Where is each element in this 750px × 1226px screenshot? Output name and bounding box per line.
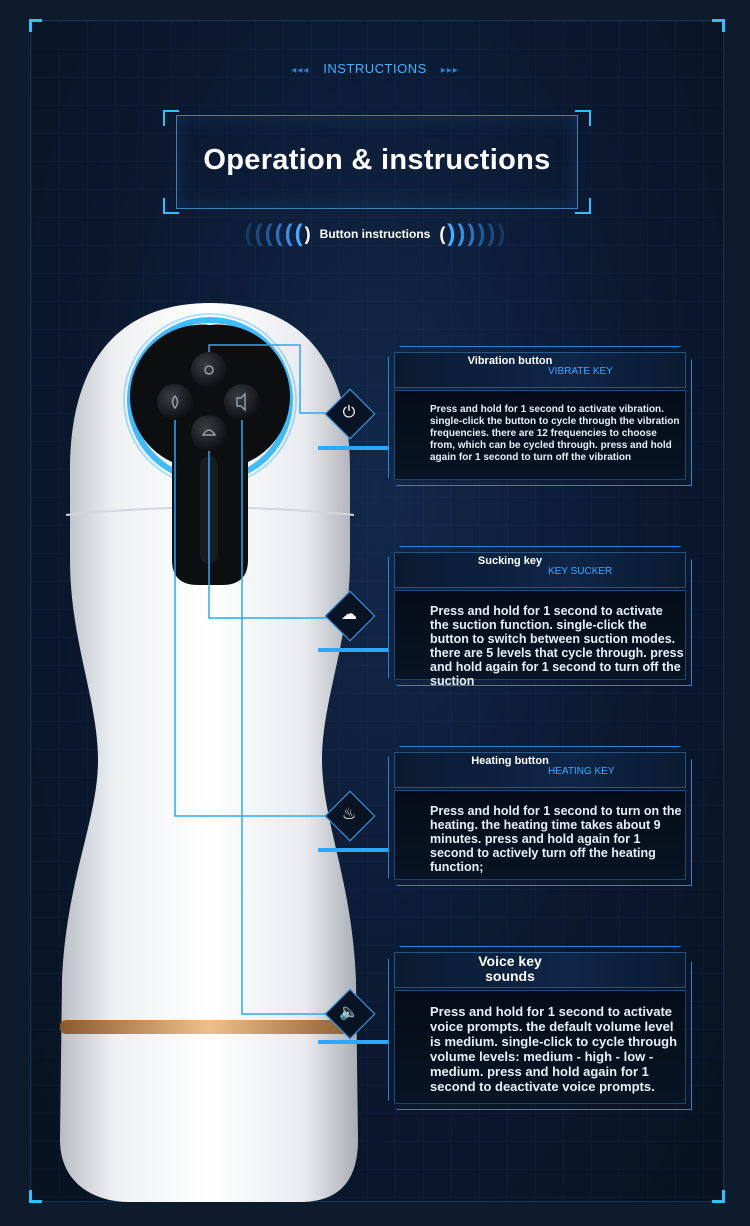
wave-icon: ( xyxy=(254,220,263,247)
corner-bracket xyxy=(29,1190,42,1203)
heating-key-panel: Heating button HEATING KEY Press and hol… xyxy=(388,746,692,886)
wave-icon: ( xyxy=(284,220,293,247)
page-title: Operation & instructions xyxy=(203,144,551,176)
panel-body xyxy=(394,390,686,480)
title-box: Operation & instructions xyxy=(163,110,591,214)
vibrate-button xyxy=(191,352,227,388)
device-body xyxy=(60,303,358,1202)
panel-body xyxy=(394,790,686,880)
power-icon: ⏻ xyxy=(342,404,356,421)
wave-icon: ) xyxy=(457,220,466,247)
panel-header xyxy=(394,352,686,388)
gold-ring xyxy=(60,1020,358,1034)
key-name: Sucking key xyxy=(477,555,543,567)
arrows-right-icon: ▸▸▸ xyxy=(440,65,459,76)
voice-key-panel: Voice key sounds Press and hold for 1 se… xyxy=(388,946,692,1110)
title-bracket xyxy=(163,198,179,214)
title-bracket xyxy=(575,198,591,214)
wave-icon: ( xyxy=(439,224,446,244)
wave-icon: ) xyxy=(304,224,311,244)
speaker-icon: 🔈 xyxy=(339,1004,359,1021)
wave-icon: ) xyxy=(477,220,486,247)
key-tag: KEY SUCKER xyxy=(548,566,613,577)
wave-icon: ) xyxy=(487,220,496,247)
corner-bracket xyxy=(712,19,725,32)
wave-icon: ) xyxy=(447,220,456,247)
wave-icon: ( xyxy=(244,220,253,247)
flame-icon: ♨ xyxy=(341,806,357,823)
panel-header xyxy=(394,952,686,988)
key-name: Vibration button xyxy=(467,355,553,367)
key-description: Press and hold for 1 second to turn on t… xyxy=(430,804,682,874)
key-tag: VIBRATE KEY xyxy=(548,366,613,377)
key-description: Press and hold for 1 second to activate … xyxy=(430,404,680,463)
wave-icon: ( xyxy=(264,220,273,247)
arrows-left-icon: ◂◂◂ xyxy=(291,65,310,76)
title-bracket xyxy=(575,110,591,126)
corner-bracket xyxy=(712,1190,725,1203)
key-description: Press and hold for 1 second to activate … xyxy=(430,1004,678,1094)
section-label-text: INSTRUCTIONS xyxy=(323,61,427,76)
panel-header xyxy=(394,552,686,588)
wave-icon: ( xyxy=(294,220,303,247)
key-description: Press and hold for 1 second to activate … xyxy=(430,604,684,688)
panel-body xyxy=(394,990,686,1104)
panel-header xyxy=(394,752,686,788)
key-name: Voice key sounds xyxy=(478,953,542,984)
connector-lines xyxy=(174,344,336,1015)
wave-icon: ) xyxy=(497,220,506,247)
suction-key-panel: Sucking key KEY SUCKER Press and hold fo… xyxy=(388,546,692,688)
section-label: ◂◂◂ INSTRUCTIONS ▸▸▸ xyxy=(0,61,750,76)
corner-bracket xyxy=(29,19,42,32)
vibrate-key-panel: Vibration button VIBRATE KEY Press and h… xyxy=(388,346,692,486)
subtitle-row: ( ( ( ( ( ( ) Button instructions ( ) ) … xyxy=(0,220,750,248)
heat-button xyxy=(157,384,193,420)
voice-button xyxy=(224,384,260,420)
wave-icon: ( xyxy=(274,220,283,247)
title-bracket xyxy=(163,110,179,126)
suction-button xyxy=(191,415,227,451)
subtitle-text: Button instructions xyxy=(319,227,431,241)
key-name: Heating button xyxy=(471,755,549,767)
key-tag: HEATING KEY xyxy=(548,766,615,777)
wave-icon: ) xyxy=(467,220,476,247)
panel-body xyxy=(394,590,686,680)
cloud-suction-icon: ☁ xyxy=(341,606,357,623)
